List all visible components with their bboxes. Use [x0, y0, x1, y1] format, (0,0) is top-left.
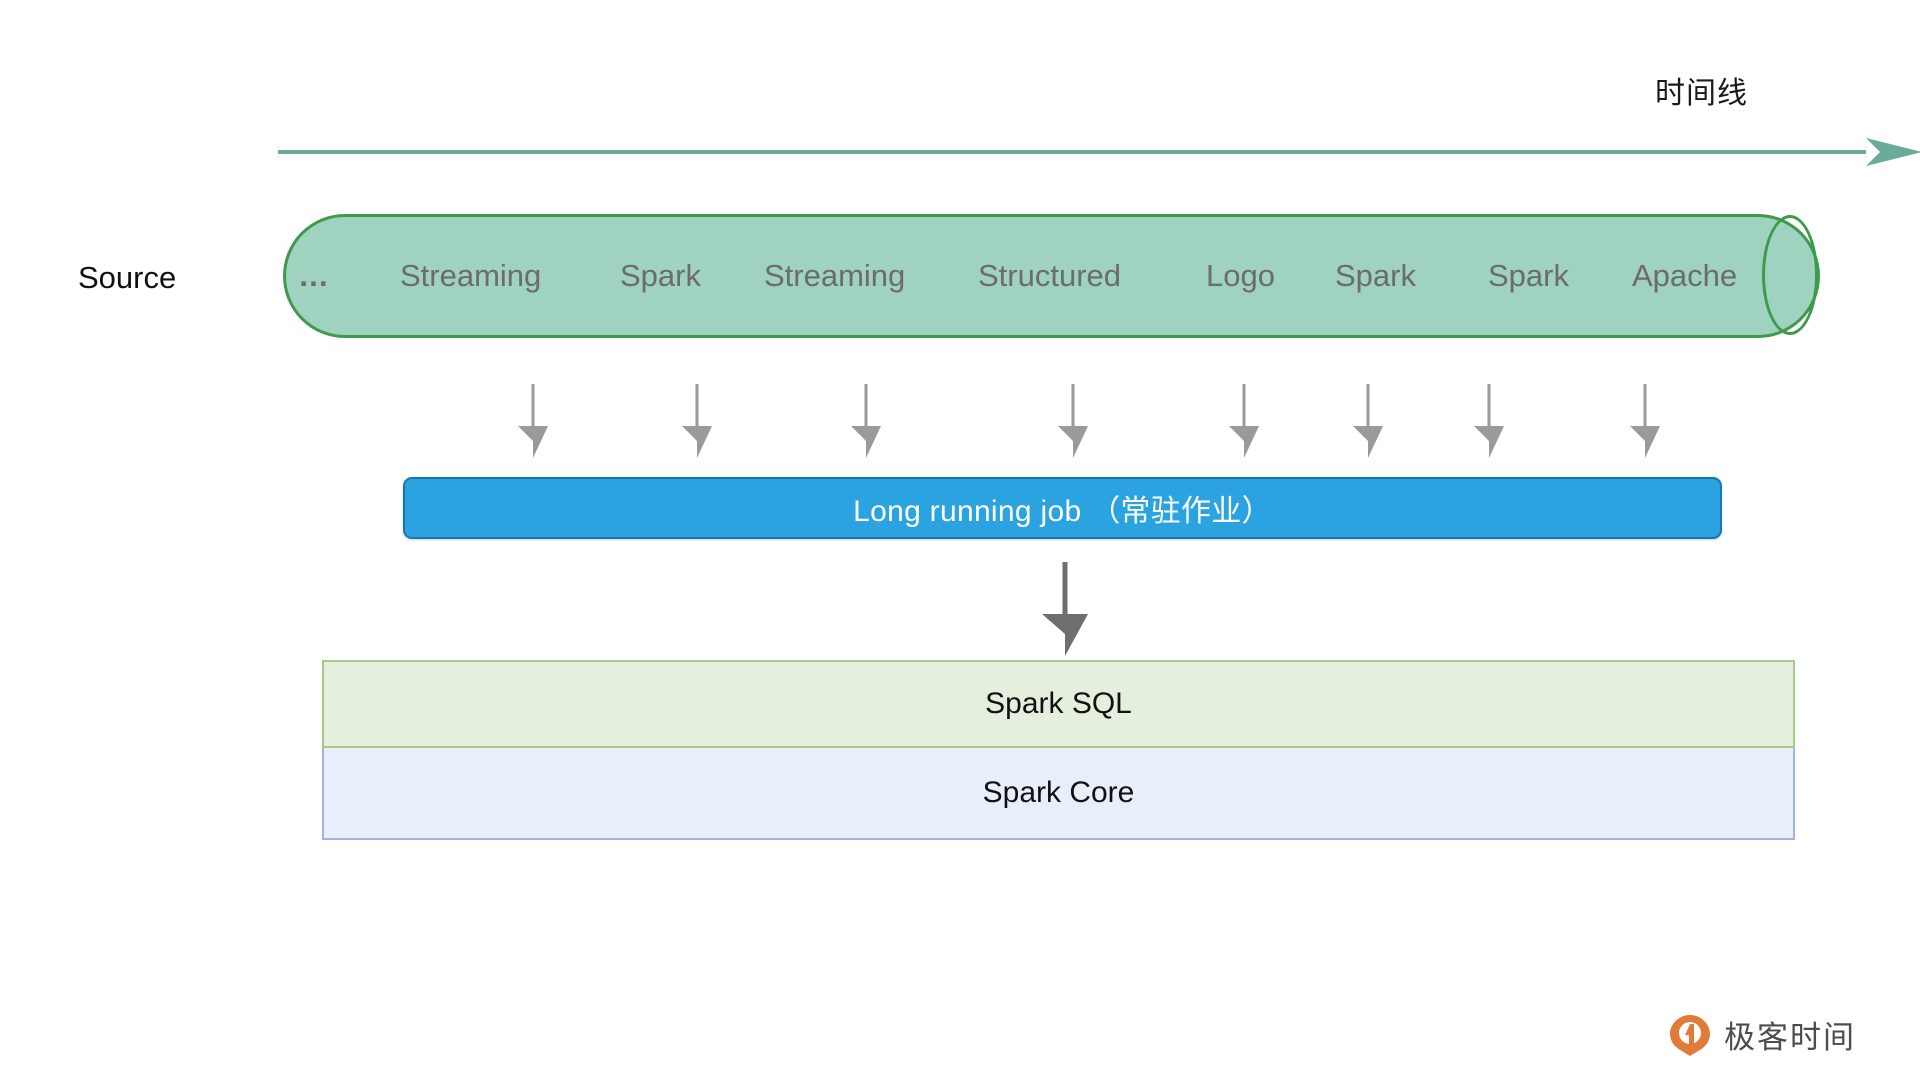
- arrow-down-icon: [682, 384, 712, 458]
- timeline-arrow-icon: [278, 138, 1920, 166]
- arrow-down-icon: [1474, 384, 1504, 458]
- brand-logo: 极客时间: [1668, 1012, 1856, 1057]
- spark-core-label: Spark Core: [982, 776, 1135, 809]
- source-label: Source: [78, 260, 177, 295]
- arrow-down-icon: [1353, 384, 1383, 458]
- source-cylinder: … Streaming Spark Streaming Structured Logo Sp…: [283, 214, 1820, 338]
- long-running-job-box[interactable]: Long running job （常驻作业）: [403, 477, 1722, 539]
- cylinder-end-cap: [1762, 215, 1818, 335]
- source-event-item: Apache: [1632, 258, 1738, 293]
- source-event-item: Streaming: [764, 258, 906, 293]
- flow-arrow-down-icon: [1042, 562, 1088, 656]
- long-running-job-label: Long running job （常驻作业）: [853, 495, 1272, 528]
- source-event-item: Logo: [1206, 258, 1275, 293]
- source-event-item: Structured: [978, 258, 1122, 293]
- arrow-down-icon: [1058, 384, 1088, 458]
- arrow-down-icon: [851, 384, 881, 458]
- spark-sql-label: Spark SQL: [985, 687, 1132, 720]
- source-event-item: Spark: [620, 258, 701, 293]
- source-event-item: Spark: [1335, 258, 1416, 293]
- arrow-down-icon: [1630, 384, 1660, 458]
- feed-arrows-group: [518, 384, 1660, 458]
- geektime-logo-icon: [1670, 1014, 1710, 1056]
- timeline-label: 时间线: [1655, 77, 1748, 110]
- spark-core-box[interactable]: Spark Core: [322, 748, 1795, 840]
- brand-name: 极客时间: [1724, 1020, 1856, 1055]
- spark-sql-box[interactable]: Spark SQL: [322, 660, 1795, 748]
- arrow-down-icon: [518, 384, 548, 458]
- spark-stack: Spark SQL Spark Core: [322, 660, 1795, 840]
- source-event-item: …: [298, 258, 331, 293]
- cylinder-body: [283, 214, 1820, 338]
- source-event-item: Spark: [1488, 258, 1569, 293]
- arrow-down-icon: [1229, 384, 1259, 458]
- source-event-item: Streaming: [400, 258, 542, 293]
- source-event-list: … Streaming Spark Streaming Structured Logo Sp…: [283, 214, 1760, 338]
